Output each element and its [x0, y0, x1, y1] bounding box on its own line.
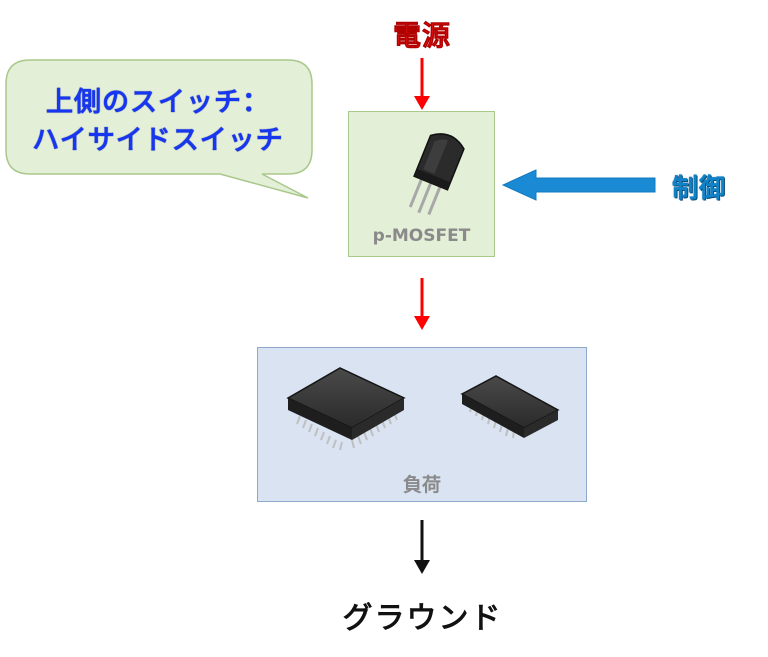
mosfet-to-load-arrow: [414, 278, 430, 330]
callout-bubble: [5, 59, 313, 199]
mosfet-caption: p-MOSFET: [372, 226, 471, 246]
control-arrow: [501, 169, 656, 201]
power-label: 電源: [392, 19, 451, 53]
power-arrow: [414, 58, 430, 110]
callout-line-1: 上側のスイッチ：: [46, 87, 270, 118]
ground-arrow: [414, 520, 430, 574]
load-caption: 負荷: [402, 474, 441, 496]
callout-text: 上側のスイッチ： ハイサイドスイッチ: [8, 84, 308, 160]
control-label: 制御: [672, 174, 727, 204]
callout-line-2: ハイサイドスイッチ: [32, 125, 284, 156]
ground-label: グラウンド: [342, 601, 503, 636]
